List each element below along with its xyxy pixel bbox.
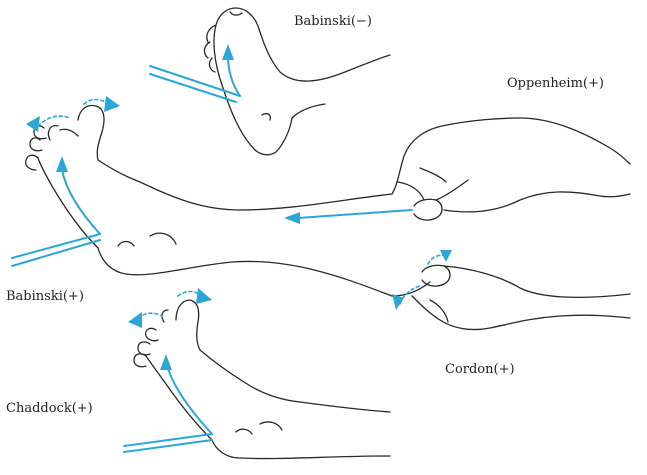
label-oppenheim-positive: Oppenheim(+)	[507, 76, 604, 91]
label-babinski-positive: Babinski(+)	[6, 289, 84, 304]
foot-babinski-negative	[203, 7, 391, 156]
label-chaddock-positive: Chaddock(+)	[6, 401, 93, 416]
hand-oppenheim	[391, 117, 631, 221]
leg-babinski-positive	[24, 104, 393, 297]
stroke-arrow-chaddock-positive	[123, 288, 213, 453]
stroke-arrow-cordon	[392, 250, 452, 310]
arrow-line	[149, 65, 241, 97]
stroke-arrow-oppenheim	[284, 209, 413, 224]
hand-cordon	[391, 264, 631, 331]
foot-chaddock-positive	[133, 299, 391, 460]
stroke-arrow-babinski-negative	[149, 44, 241, 103]
label-babinski-negative: Babinski(−)	[294, 14, 372, 29]
stroke-arrow-babinski-positive	[11, 96, 120, 267]
label-cordon-positive: Cordon(+)	[445, 362, 515, 377]
